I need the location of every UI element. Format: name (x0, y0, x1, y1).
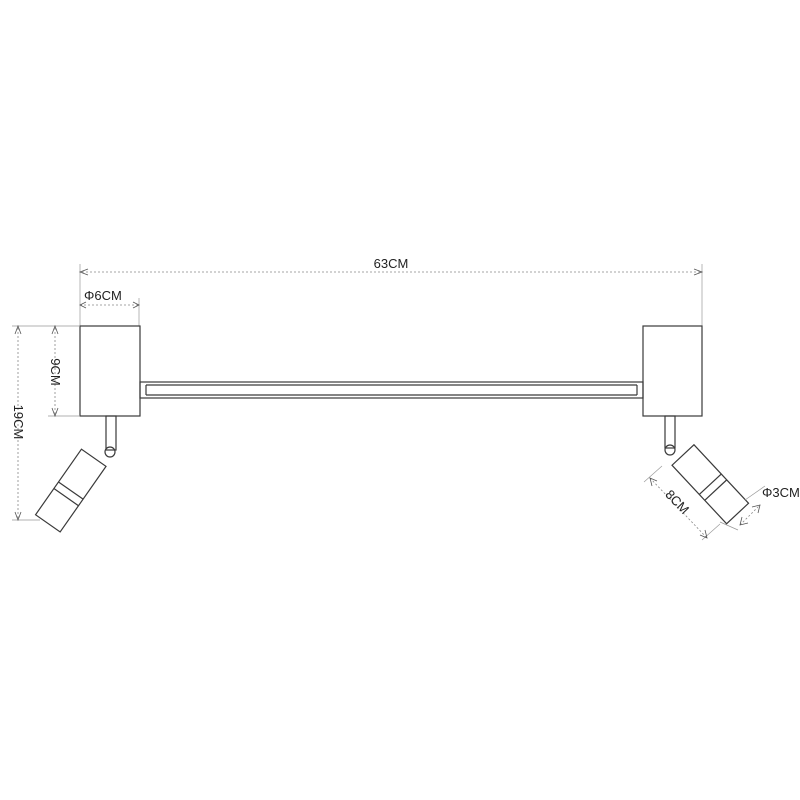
base-diameter-label: Φ6CM (84, 288, 122, 303)
right-spot-lamp (664, 415, 750, 525)
base-height-label: 9CM (48, 358, 63, 385)
spot-diameter-dimension: Φ3CM (719, 485, 800, 531)
base-height-dimension: 9CM (48, 324, 80, 418)
overall-length-label: 63CM (374, 256, 409, 271)
total-height-label: 19CM (11, 405, 26, 440)
spot-diameter-label: Φ3CM (762, 485, 800, 500)
right-base-block (642, 325, 703, 417)
left-base-block (79, 325, 141, 417)
connecting-bar (139, 381, 644, 399)
left-spot-lamp (34, 415, 117, 533)
spot-length-dimension: 8CM (643, 465, 721, 541)
total-height-dimension: 19CM (11, 324, 48, 522)
base-diameter-dimension: Φ6CM (79, 288, 140, 326)
overall-length-dimension: 63CM (78, 256, 704, 326)
spot-length-label: 8CM (662, 487, 692, 517)
